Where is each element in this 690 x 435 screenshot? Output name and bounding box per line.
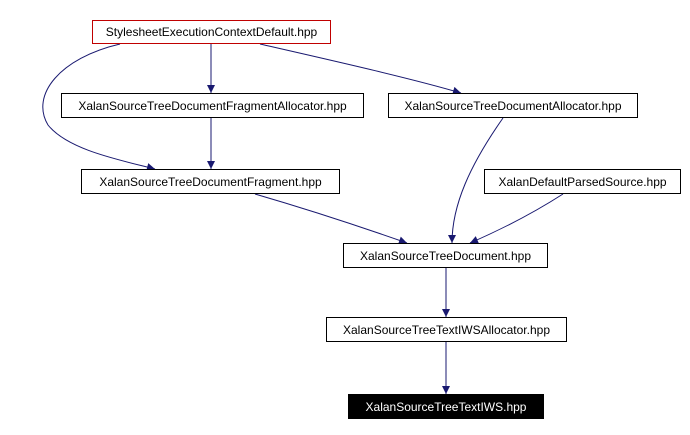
node-document-fragment[interactable]: XalanSourceTreeDocumentFragment.hpp	[81, 169, 340, 194]
edge-doc_alloc-to-doc	[448, 117, 504, 244]
node-stylesheet-execution-context-default[interactable]: StylesheetExecutionContextDefault.hpp	[92, 20, 331, 44]
node-text-iws[interactable]: XalanSourceTreeTextIWS.hpp	[348, 394, 544, 419]
node-text-iws-allocator[interactable]: XalanSourceTreeTextIWSAllocator.hpp	[326, 317, 567, 342]
edge-frag-to-doc	[254, 193, 408, 245]
node-default-parsed-source[interactable]: XalanDefaultParsedSource.hpp	[484, 169, 681, 194]
edge-sec-to-doc_alloc	[259, 43, 462, 95]
edge-sec-to-frag	[42, 43, 156, 171]
edge-parsed-to-doc	[469, 193, 564, 244]
node-document-allocator[interactable]: XalanSourceTreeDocumentAllocator.hpp	[388, 93, 638, 118]
node-document-fragment-allocator[interactable]: XalanSourceTreeDocumentFragmentAllocator…	[61, 93, 364, 118]
node-source-tree-document[interactable]: XalanSourceTreeDocument.hpp	[343, 243, 548, 268]
